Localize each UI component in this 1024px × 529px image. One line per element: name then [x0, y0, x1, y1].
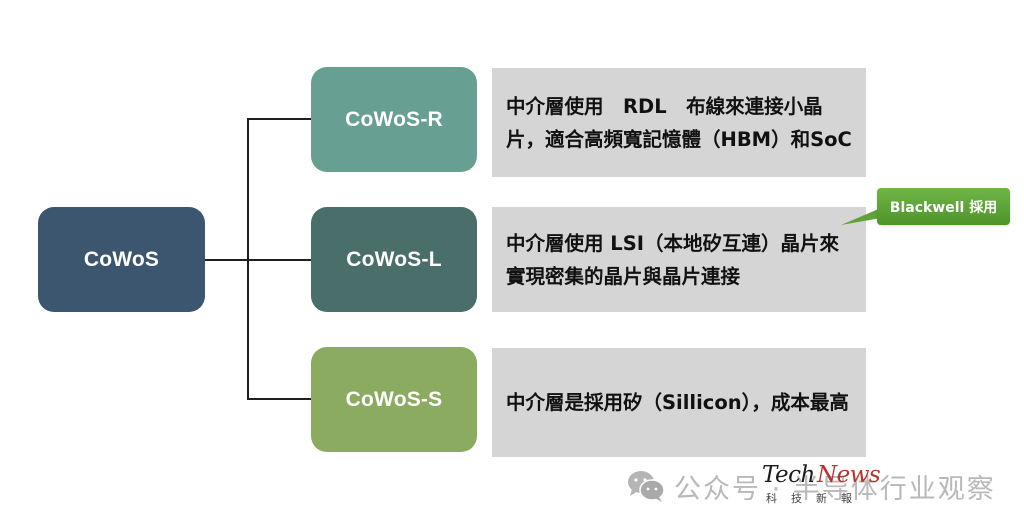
description-box-cowos-s: 中介層是採用矽（Sillicon），成本最高	[492, 348, 866, 457]
technews-logo-subtitle: 科技新報	[766, 492, 866, 505]
branch-node-cowos-l: CoWoS-L	[311, 207, 477, 312]
connector-branch-s	[247, 398, 311, 400]
technews-logo-news: News	[817, 462, 881, 488]
branch-node-cowos-r: CoWoS-R	[311, 67, 477, 172]
wechat-icon	[628, 471, 665, 502]
branch-node-label: CoWoS-L	[346, 247, 442, 271]
description-text: 中介層是採用矽（Sillicon），成本最高	[506, 391, 849, 414]
watermark-text: 公众号 · 半导体行业观察	[674, 473, 996, 505]
connector-branch-l	[248, 259, 311, 261]
connector-root-horizontal	[205, 259, 248, 261]
callout-label: Blackwell 採用	[889, 199, 998, 216]
connector-branch-r	[247, 118, 311, 120]
branch-node-label: CoWoS-S	[345, 387, 443, 411]
description-text: 中介層使用 RDL 布線來連接小晶片，適合高頻寬記憶體（HBM）和SoC	[506, 94, 852, 151]
callout-blackwell: Blackwell 採用	[877, 188, 1010, 225]
root-node-cowos: CoWoS	[38, 207, 205, 312]
root-node-label: CoWoS	[83, 247, 160, 271]
description-box-cowos-r: 中介層使用 RDL 布線來連接小晶片，適合高頻寬記憶體（HBM）和SoC	[492, 68, 866, 177]
branch-node-cowos-s: CoWoS-S	[311, 347, 477, 452]
description-box-cowos-l: 中介層使用 LSI（本地矽互連）晶片來實現密集的晶片與晶片連接	[492, 207, 866, 312]
technews-logo-tech: Tech	[762, 462, 815, 488]
watermark: 公众号 · 半导体行业观察	[626, 466, 996, 506]
branch-node-label: CoWoS-R	[345, 107, 443, 131]
technews-logo: Tech News 科技新報	[762, 462, 881, 512]
description-text: 中介層使用 LSI（本地矽互連）晶片來實現密集的晶片與晶片連接	[506, 231, 840, 288]
callout-pointer	[841, 208, 881, 225]
